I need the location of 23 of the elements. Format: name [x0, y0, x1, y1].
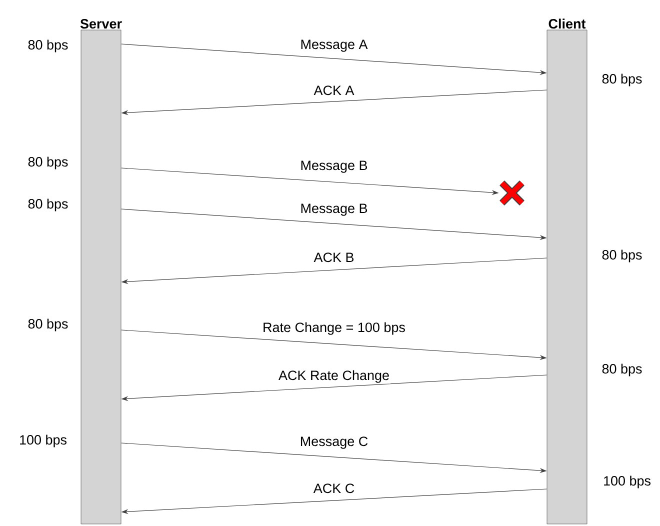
- rate-label: 80 bps: [602, 364, 642, 376]
- cross-mark: [498, 180, 526, 206]
- edge-label: ACK C: [312, 482, 356, 494]
- rate-label: 100 bps: [20, 434, 67, 448]
- edge-label: Message B: [299, 202, 369, 217]
- rate-label: 80 bps: [602, 250, 642, 262]
- rate-label: 80 bps: [28, 318, 68, 332]
- edge-label: Message A: [299, 38, 369, 53]
- edge-label: ACK Rate Change: [277, 369, 391, 384]
- edge-label: Message B: [299, 160, 369, 174]
- lifeline-bar: Server: [80, 19, 122, 524]
- edge-label: ACK B: [312, 252, 356, 264]
- rate-label: 80 bps: [28, 156, 68, 170]
- edge-label: Rate Change = 100 bps: [262, 321, 406, 336]
- edge-label: Message C: [298, 436, 370, 450]
- node-label: Client: [548, 18, 586, 29]
- rate-label: 80 bps: [28, 40, 68, 52]
- rate-label: 100 bps: [604, 476, 650, 488]
- lifeline-bar: Client: [546, 18, 588, 524]
- rate-label: 80 bps: [602, 74, 642, 86]
- rate-label: 80 bps: [28, 198, 68, 212]
- edge-label: ACK A: [312, 84, 356, 96]
- node-label: Server: [80, 19, 122, 29]
